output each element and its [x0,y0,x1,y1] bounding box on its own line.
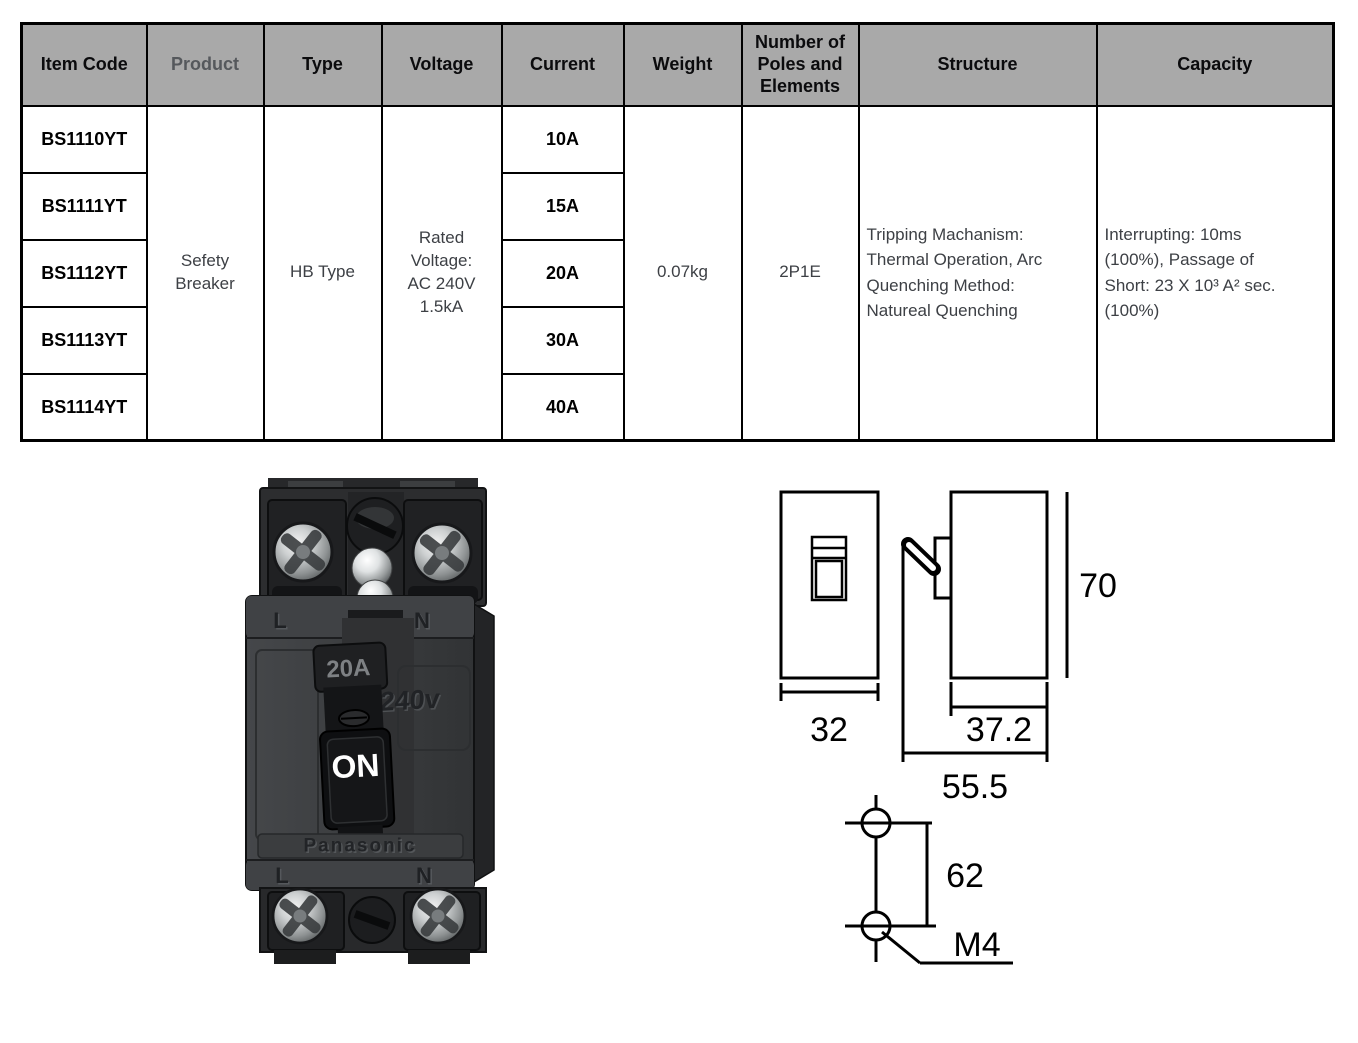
dim-55-5 [901,546,1049,762]
terminal-mark-N: N [414,608,430,633]
col-header-structure: Structure [857,22,1098,107]
terminal-mark-L: L [275,863,288,888]
dim-label-62: 62 [946,857,984,895]
table-row: BS1110YT Sefety Breaker HB Type Rated Vo… [20,104,1335,442]
terminal-screw-icon [272,521,334,583]
col-header-weight: Weight [622,22,743,107]
side-view [901,490,1049,680]
cell-capacity: Interrupting: 10ms (100%), Passage of Sh… [1095,104,1335,442]
front-view [779,490,880,680]
dim-32 [779,683,880,701]
terminal-screw-icon [411,522,473,584]
terminal-screw-icon [409,887,467,945]
spec-table: Item Code Product Type Voltage Current W… [20,22,1335,442]
col-header-item-code: Item Code [20,22,148,107]
header-row: Item Code Product Type Voltage Current W… [20,22,1335,107]
cell-type: HB Type [262,104,383,442]
item-code: BS1114YT [20,372,148,442]
table-row: BS1112YT 20A [20,238,1334,308]
svg-text:240v: 240v [379,683,441,717]
dim-label-55-5: 55.5 [942,768,1008,806]
cell-voltage: Rated Voltage: AC 240V 1.5kA [380,104,503,442]
current-rating: 30A [500,305,625,375]
current-rating: 10A [500,104,625,174]
terminal-screw-icon [271,887,329,945]
dim-label-32: 32 [810,711,848,749]
terminal-mark-N: N [416,610,432,635]
col-header-product: Product [145,22,265,107]
terminal-mark-L: L [277,865,290,890]
table-row: BS1114YT 40A [20,372,1334,442]
voltage-embossed-label: 240v 240v [379,683,442,719]
col-header-poles: Number of Poles and Elements [740,22,860,107]
col-header-current: Current [500,22,625,107]
cell-weight: 0.07kg [622,104,743,442]
item-code: BS1111YT [20,171,148,241]
item-code: BS1112YT [20,238,148,308]
adjustment-knob-icon [346,497,404,555]
brand-label: Panasonic [303,836,416,857]
current-rating: 15A [500,171,625,241]
svg-text:Panasonic: Panasonic [305,837,418,858]
bottom-terminal-block [259,887,487,964]
cell-product: Sefety Breaker [145,104,265,442]
toggle-switch: 20A ON [312,641,396,844]
top-terminal-block [259,478,487,617]
brand-plate: Panasonic Panasonic [257,833,464,859]
breaker-body: L L N N 240v 240v 20A ON [245,595,495,891]
col-header-type: Type [262,22,383,107]
dimension-drawing: 32 37.2 55.5 70 62 M4 [779,490,1117,965]
breaker-product-photo: L L N N 240v 240v 20A ON [245,478,495,964]
terminal-mark-L: L [275,610,288,635]
col-header-voltage: Voltage [380,22,503,107]
dim-label-m4: M4 [953,926,1000,964]
col-header-capacity: Capacity [1095,22,1335,107]
item-code: BS1113YT [20,305,148,375]
dim-label-70: 70 [1079,567,1117,605]
current-rating: 20A [500,238,625,308]
table-row: BS1113YT 30A [20,305,1334,375]
svg-text:240v: 240v [380,684,442,718]
cell-structure: Tripping Machanism: Thermal Operation, A… [857,104,1098,442]
terminal-mark-L: L [273,608,286,633]
switch-state-label: ON [331,747,381,785]
current-rating: 40A [500,372,625,442]
rating-plate-label: 20A [326,654,371,683]
table-row: BS1111YT 15A [20,171,1334,241]
terminal-mark-N: N [418,865,434,890]
item-code: BS1110YT [20,104,148,174]
dim-label-37-2: 37.2 [966,711,1032,749]
dim-37-2 [949,682,1049,716]
terminal-mark-N: N [416,863,432,888]
cell-poles: 2P1E [740,104,860,442]
mounting-hole-figure [845,795,1013,965]
adjustment-knob-icon [348,896,396,944]
